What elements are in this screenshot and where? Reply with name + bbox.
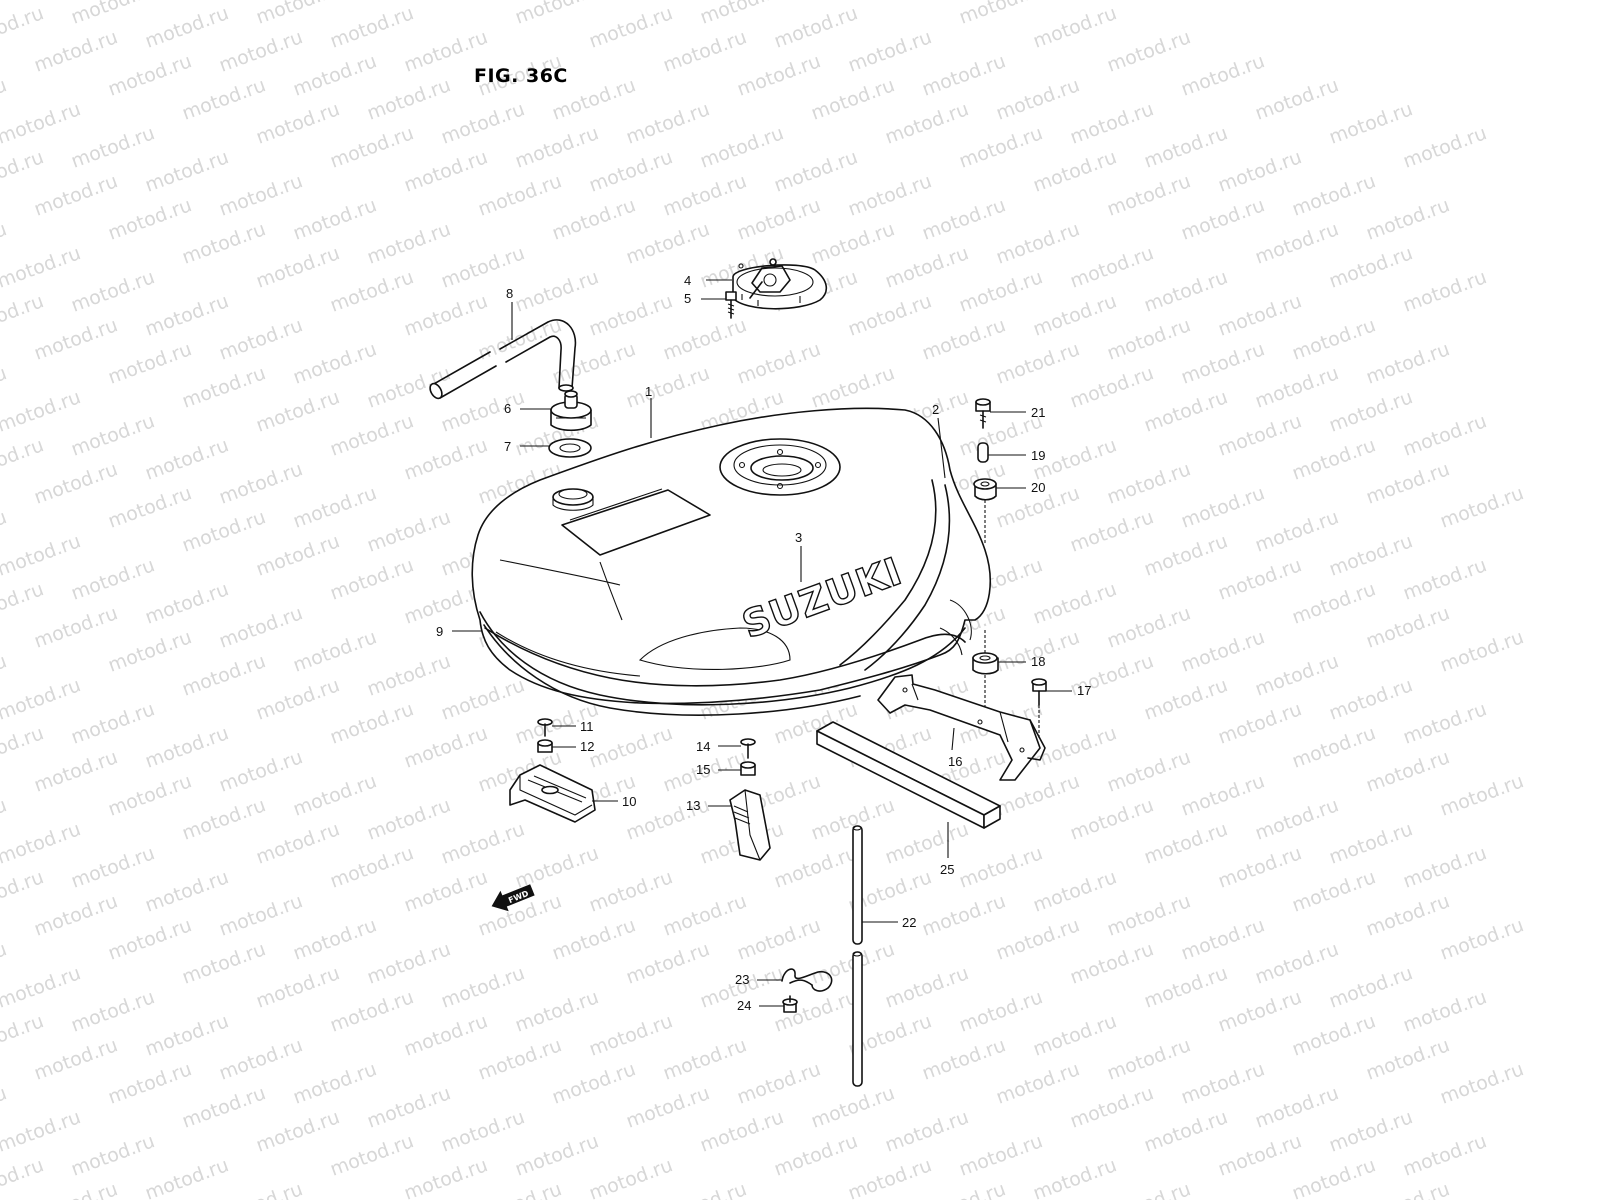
callout-2: 2 — [932, 402, 939, 417]
callout-25: 25 — [940, 862, 954, 877]
callout-19: 19 — [1031, 448, 1045, 463]
callout-24: 24 — [737, 998, 751, 1013]
callouts: 1 2 3 4 5 6 7 8 9 10 11 12 13 14 15 16 1 — [436, 273, 1091, 1013]
callout-7: 7 — [504, 439, 511, 454]
clip-bolt — [782, 995, 798, 1013]
callout-15: 15 — [696, 762, 710, 777]
callout-17: 17 — [1077, 683, 1091, 698]
callout-20: 20 — [1031, 480, 1045, 495]
fuel-cap-assembly — [732, 258, 828, 310]
callout-8: 8 — [506, 286, 513, 301]
callout-14: 14 — [696, 739, 710, 754]
callout-12: 12 — [580, 739, 594, 754]
fwd-label: FWD — [507, 889, 530, 905]
callout-9: 9 — [436, 624, 443, 639]
cap-bolt — [725, 291, 737, 319]
breather-cap — [550, 390, 592, 432]
fuel-tank: SUZUKI — [471, 407, 991, 716]
mounting-bracket — [877, 674, 1046, 781]
callout-1: 1 — [645, 384, 652, 399]
front-cushion — [973, 478, 997, 501]
callout-3: 3 — [795, 530, 802, 545]
collar — [977, 442, 989, 463]
callout-11: 11 — [580, 719, 594, 734]
rear-nut — [537, 739, 553, 753]
callout-5: 5 — [684, 291, 691, 306]
rear-bracket — [509, 764, 596, 823]
callout-6: 6 — [504, 401, 511, 416]
callout-10: 10 — [622, 794, 636, 809]
side-cushion — [729, 789, 771, 861]
breather-hose — [429, 319, 577, 400]
rear-screw — [537, 718, 553, 737]
callout-18: 18 — [1031, 654, 1045, 669]
figure-title: FIG. 36C — [474, 65, 568, 87]
callout-13: 13 — [686, 798, 700, 813]
rubber-strip — [816, 721, 1001, 829]
front-bolt — [975, 398, 991, 429]
fwd-arrow-icon: FWD — [491, 884, 535, 912]
side-nut — [740, 761, 756, 776]
hose-clip — [781, 968, 833, 992]
drain-hose — [852, 825, 863, 1087]
callout-22: 22 — [902, 915, 916, 930]
callout-21: 21 — [1031, 405, 1045, 420]
side-screw — [740, 738, 756, 759]
gasket — [548, 438, 592, 458]
rear-cushion — [972, 652, 999, 675]
callout-23: 23 — [735, 972, 749, 987]
callout-4: 4 — [684, 273, 691, 288]
callout-16: 16 — [948, 754, 962, 769]
